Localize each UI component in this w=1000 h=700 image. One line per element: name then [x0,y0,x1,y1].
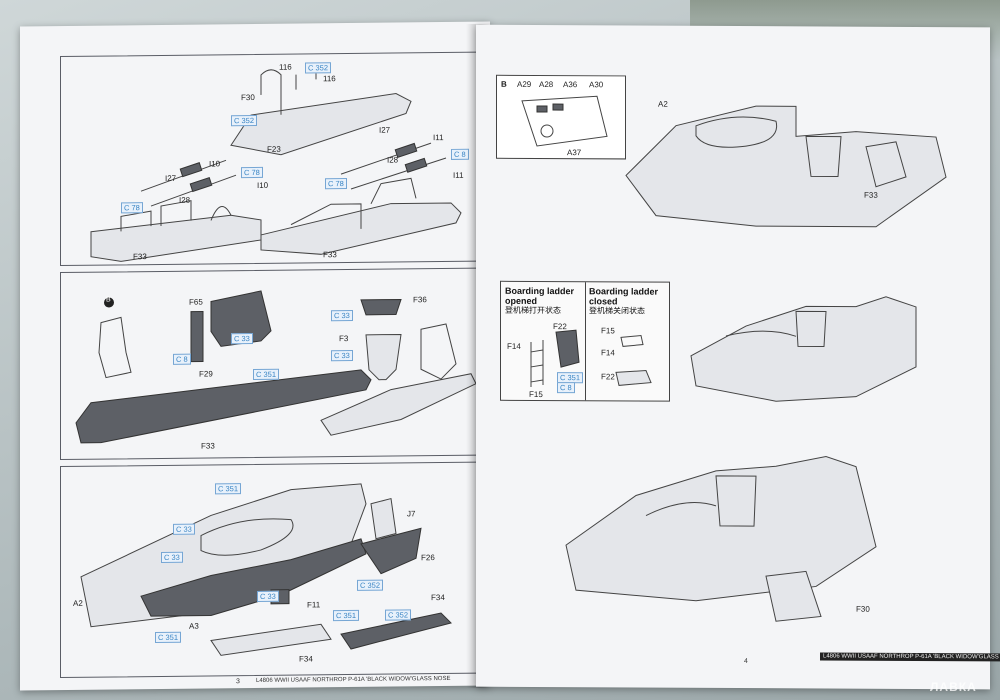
part-label: F11 [307,600,321,610]
step-panel-right-1: B A29 A28 A36 A30 A37 [496,49,926,651]
color-callout: C 8 [557,382,575,394]
part-label: F29 [199,369,213,379]
part-label: F33 [864,190,878,200]
color-callout: C 351 [155,631,182,644]
left-page: 116 116 F30 F23 I27 I10 I10 I28 F33 I27 … [20,21,490,691]
step-panel-3: J7 F26 F34 A2 F11 A3 F34 C 351 C 33 C 33… [60,461,478,679]
part-label: F15 [601,326,615,336]
part-label: A2 [73,598,83,608]
color-callout: C 78 [121,202,143,214]
color-callout: C 351 [253,368,280,381]
right-page: B A29 A28 A36 A30 A37 A2 F33 [476,24,1000,690]
part-label: F34 [431,593,445,603]
page-footer: L4806 WWII USAAF NORTHROP P-61A 'BLACK W… [256,675,451,684]
part-label: F14 [507,341,521,351]
part-label: I10 [209,159,221,169]
part-label: I10 [257,180,269,190]
part-label: F33 [133,252,147,262]
color-callout: C 33 [161,551,183,563]
part-label: F14 [601,348,615,358]
part-label: I11 [453,170,464,180]
color-callout: C 33 [331,349,353,362]
part-label: A3 [189,621,199,631]
color-callout: C 33 [257,590,279,602]
part-label: F30 [856,604,870,614]
right-page-drawing [565,105,947,622]
page-footer: L4806 WWII USAAF NORTHROP P-61A 'BLACK W… [820,652,1000,662]
part-label: J7 [407,509,416,519]
part-label: F15 [529,389,543,400]
color-callout: C 352 [385,609,412,621]
page-number: 4 [744,658,748,666]
part-label: I27 [165,173,177,183]
part-label: 116 [279,62,292,72]
part-label: I27 [379,125,391,135]
boarding-ladder-box: Boarding ladder opened 登机梯打开状态 Boarding … [500,280,670,402]
color-callout: C 352 [231,114,258,127]
part-label: 116 [323,74,336,84]
part-label: F36 [413,295,427,305]
part-label: F22 [553,322,567,332]
ladder-drawing [530,329,652,387]
step-badge: B [106,296,111,304]
color-callout: C 352 [305,62,332,74]
inset-drawing [521,95,608,147]
panel2-drawing [75,290,477,444]
panel1-drawing [90,69,462,262]
part-label: F3 [339,334,349,344]
part-label: F33 [323,250,337,260]
color-callout: C 33 [331,309,353,322]
color-callout: C 33 [173,523,195,535]
color-callout: C 78 [325,178,347,190]
part-label: F34 [299,654,313,664]
step-panel-1: 116 116 F30 F23 I27 I10 I10 I28 F33 I27 … [60,51,478,267]
color-callout: C 33 [231,333,253,345]
part-label: F33 [201,441,215,451]
part-label: F23 [267,144,281,154]
panel3-drawing [80,483,452,656]
part-label: F26 [421,553,435,563]
part-label: I11 [433,133,444,143]
color-callout: C 78 [241,166,263,179]
part-label: I28 [179,195,191,205]
color-callout: C 351 [215,483,242,495]
part-label: I28 [387,155,399,165]
color-callout: C 352 [357,579,384,591]
color-callout: C 8 [173,353,191,365]
color-callout: C 351 [333,609,360,622]
detail-inset: B A29 A28 A36 A30 A37 [496,74,626,160]
part-label: F22 [601,372,615,382]
step-panel-2: B F65 F29 F33 F36 F3 C 33 C 8 C 351 C 33… [60,267,478,461]
part-label: F30 [241,93,255,103]
page-number: 3 [236,678,240,686]
part-label: F65 [189,297,203,307]
part-label: A2 [658,99,668,109]
watermark: ЛАВКА [930,680,977,694]
